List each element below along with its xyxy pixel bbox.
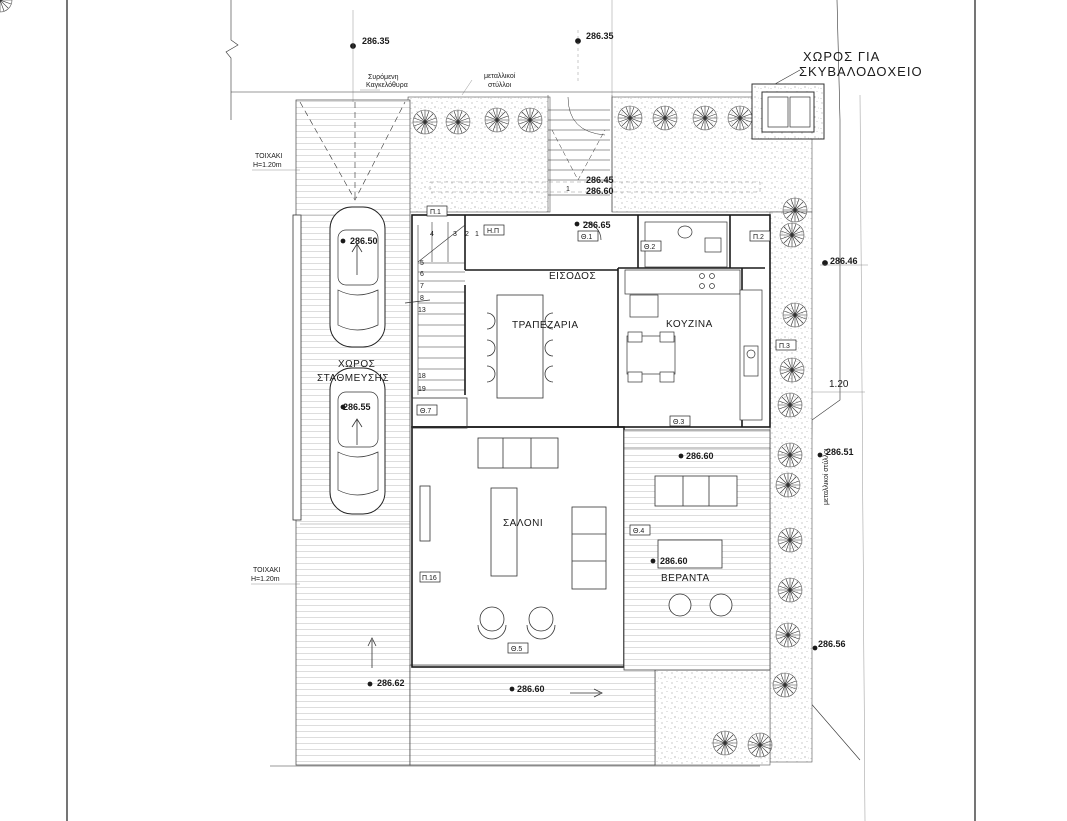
- room-veranda-label: ΒΕΡΑΝΤΑ: [661, 573, 710, 584]
- parking-label-1: ΧΩΡΟΣ: [338, 359, 375, 370]
- note-wall-top-2: H=1.20m: [253, 162, 282, 169]
- kitchen-fixtures: [624, 269, 763, 421]
- flow-arrows: [367, 299, 603, 698]
- stair-num-6: 6: [420, 271, 424, 278]
- elev-car-2: 286.55: [343, 402, 371, 412]
- room-kitchen-label: ΚΟΥΖΙΝΑ: [666, 319, 713, 330]
- stair-num-3: 3: [453, 231, 457, 238]
- dimension-right: 1.20: [829, 379, 849, 390]
- tag-p3: Π.3: [779, 343, 790, 350]
- tag-th2: Θ.2: [644, 244, 655, 251]
- room-entrance-label: ΕΙΣΟΔΟΣ: [549, 271, 596, 282]
- tag-boxes: [416, 205, 797, 654]
- stair-num-2: 2: [465, 231, 469, 238]
- tag-th5: Θ.5: [511, 646, 522, 653]
- note-wall-bottom-2: H=1.20m: [251, 576, 280, 583]
- wc-fixtures: [582, 221, 728, 268]
- note-metal-posts-2: στύλλοι: [488, 81, 512, 89]
- stair-num-18: 18: [418, 373, 426, 380]
- elevation-markers: [340, 38, 828, 692]
- plot-boundary-right: [807, 0, 861, 761]
- elev-top-left: 286.35: [362, 36, 390, 46]
- tag-p16: Π.16: [422, 575, 437, 582]
- tag-th3: Θ.3: [673, 419, 684, 426]
- note-metal-posts-1: μεταλλικοί: [484, 72, 516, 80]
- note-sliding-gate-1: Συρόμενη: [368, 73, 399, 81]
- elev-veranda: 286.60: [660, 556, 688, 566]
- veranda-furniture: [654, 475, 738, 617]
- stair-num-5: 5: [420, 260, 424, 267]
- gate-sight-lines: [299, 101, 406, 201]
- elev-stair-a: 286.45: [586, 175, 614, 185]
- elev-right-1: 286.46: [830, 256, 858, 266]
- plot-boundary-left: [225, 0, 239, 120]
- elev-door: 286.65: [583, 220, 611, 230]
- stair-num-1: 1: [475, 231, 479, 238]
- car-top: [329, 206, 386, 348]
- tag-th4: Θ.4: [633, 528, 644, 535]
- note-wall-bottom-1: ΤΟΙΧΑΚΙ: [253, 567, 281, 574]
- elev-top-mid: 286.35: [586, 31, 614, 41]
- tag-th1: Θ.1: [581, 234, 592, 241]
- staircase: [417, 222, 466, 395]
- tag-p2: Π.2: [753, 234, 764, 241]
- trash-enclosure: [751, 69, 825, 140]
- room-dining-label: ΤΡΑΠΕΖΑΡΙΑ: [512, 320, 579, 331]
- garden-bottom-right: [654, 669, 771, 766]
- note-sliding-gate-2: Καγκελόθυρα: [366, 81, 408, 89]
- trash-area-label-1: ΧΩΡΟΣ ΓΙΑ: [803, 49, 880, 64]
- stair-num-4: 4: [430, 231, 434, 238]
- elev-right-3: 286.56: [818, 639, 846, 649]
- room-living-label: ΣΑΛΟΝΙ: [503, 518, 543, 529]
- tag-hp: Η.Π: [487, 228, 499, 235]
- car-bottom: [329, 367, 386, 515]
- elev-veranda-top: 286.60: [686, 451, 714, 461]
- stair-num-13: 13: [418, 307, 426, 314]
- parking-label-2: ΣΤΑΘΜΕΥΣΗΣ: [317, 373, 389, 384]
- elev-car-1: 286.50: [350, 236, 378, 246]
- dining-table: [486, 294, 554, 399]
- living-furniture: [419, 437, 607, 640]
- entrance-steps: [547, 95, 613, 212]
- note-metal-posts-right: μεταλλικοί στύλλοι: [822, 448, 830, 505]
- elev-right-2: 286.51: [826, 447, 854, 457]
- elev-stair-b: 286.60: [586, 186, 614, 196]
- trash-area-label-2: ΣΚΥΒΑΛΟΔΟΧΕΙΟ: [799, 64, 923, 79]
- tag-th7: Θ.7: [420, 408, 431, 415]
- terrace-bottom: [409, 664, 656, 766]
- stair-num-ext: 1: [566, 186, 570, 193]
- elev-bottom-left: 286.62: [377, 678, 405, 688]
- note-wall-top-1: ΤΟΙΧΑΚΙ: [255, 153, 283, 160]
- elev-bottom-mid: 286.60: [517, 684, 545, 694]
- stair-num-7: 7: [420, 283, 424, 290]
- stair-num-8: 8: [420, 295, 424, 302]
- stair-num-19: 19: [418, 386, 426, 393]
- tag-p1: Π.1: [430, 209, 441, 216]
- garden-top: [407, 96, 551, 213]
